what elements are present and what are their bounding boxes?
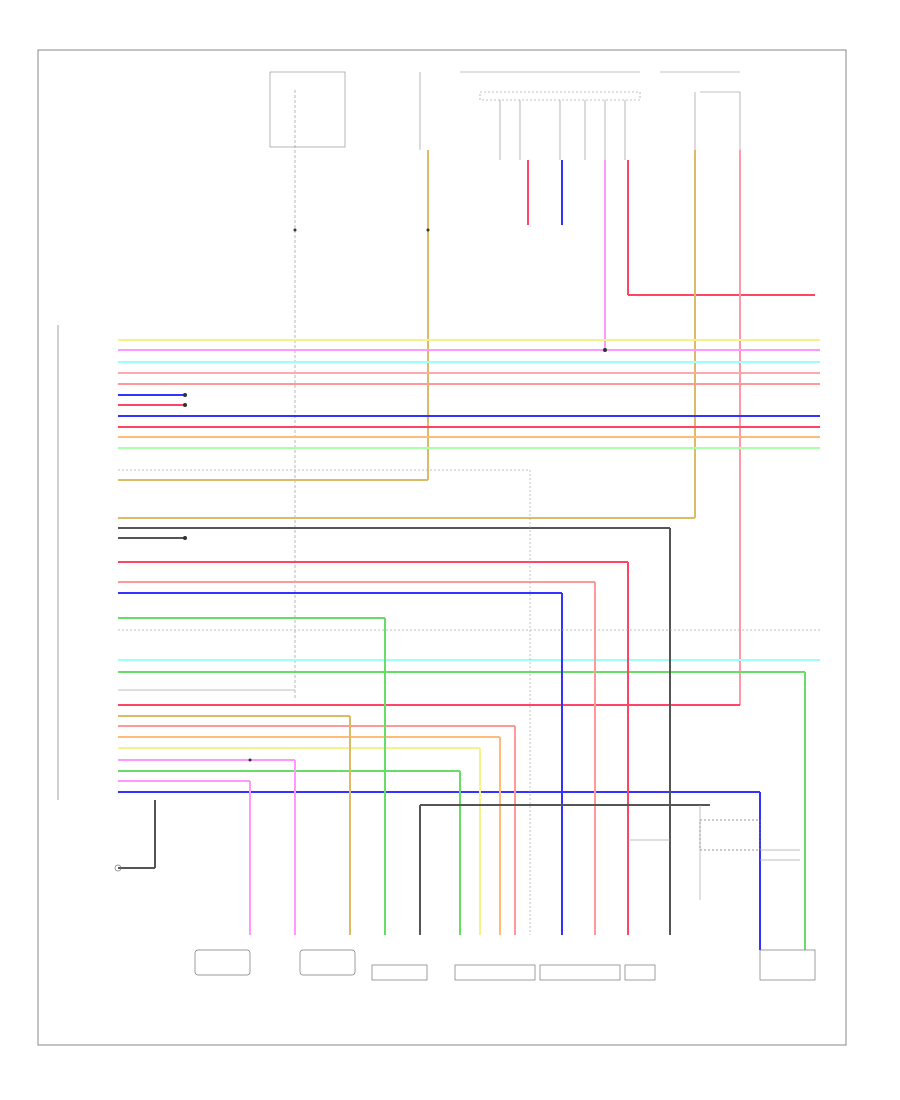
bottom-components (114, 819, 816, 981)
diagram-border (37, 49, 847, 1046)
bottom-vertical-wires (118, 528, 806, 950)
thin-wires (118, 469, 820, 935)
junction-dots (183, 228, 607, 762)
horizontal-wires (118, 339, 820, 793)
top-components (269, 71, 741, 700)
